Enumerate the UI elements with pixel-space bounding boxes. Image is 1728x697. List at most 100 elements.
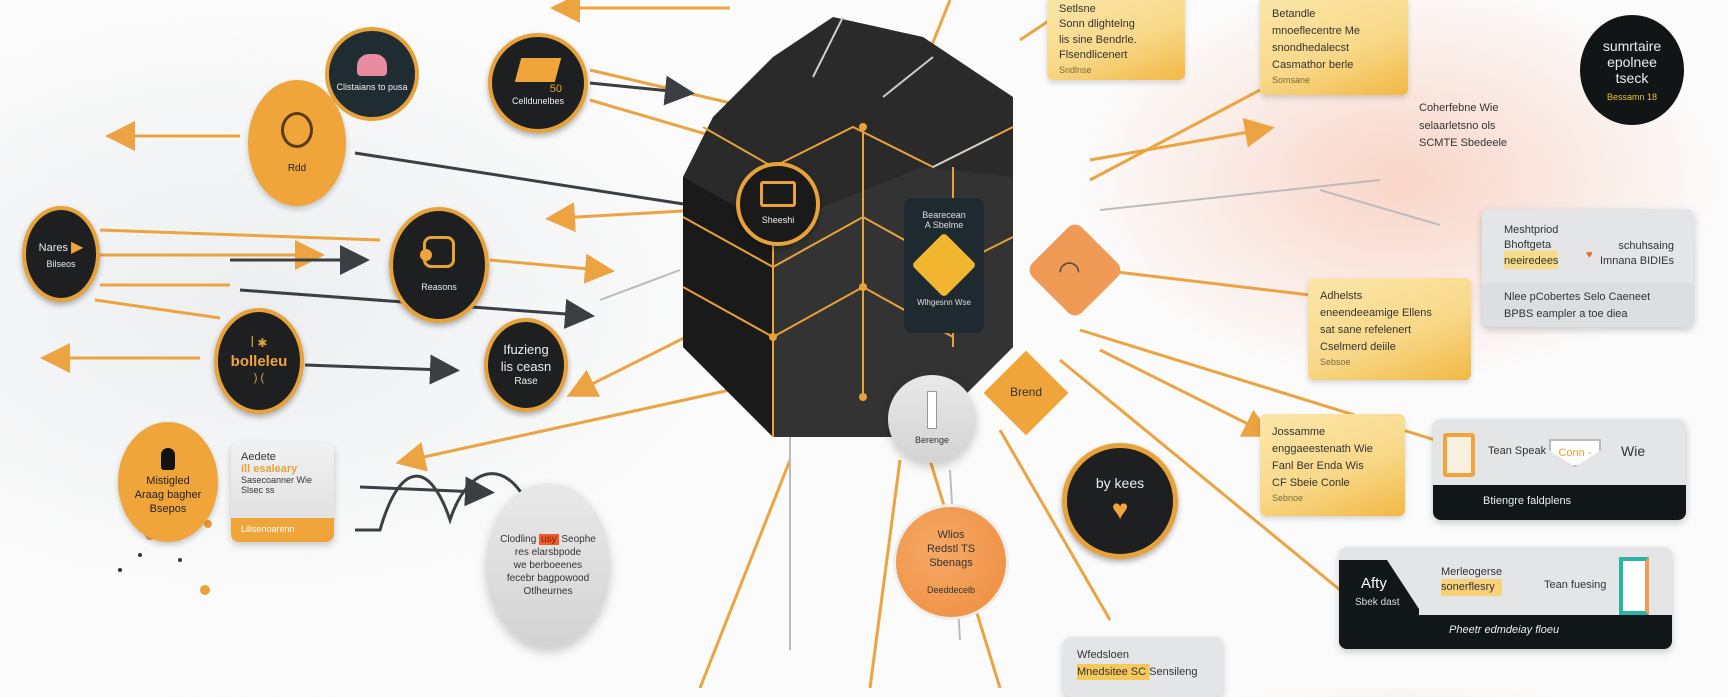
- card-line: schuhsaing: [1618, 240, 1674, 252]
- play-icon: ▶: [71, 238, 84, 256]
- card-line: Meshtpriod: [1504, 224, 1559, 236]
- folder-icon: [911, 232, 977, 298]
- node-clistaians[interactable]: Clistaians to pusa: [325, 27, 419, 121]
- panel-footer: Wlhgesnn Wse: [917, 298, 971, 307]
- card-line: Cselmerd deiile: [1320, 341, 1396, 354]
- gears-icon: [420, 236, 455, 269]
- card-line: sonerflesry: [1441, 581, 1495, 594]
- user-icon: [161, 447, 175, 470]
- text-line: Coherfebne Wie: [1419, 102, 1499, 114]
- card-line: mnoeflecentre Me: [1272, 25, 1361, 38]
- card-line: Flsendlicenert: [1059, 49, 1128, 62]
- circle-line: Wlios: [937, 528, 965, 541]
- brand-label: Brend: [1009, 385, 1043, 399]
- card-subtitle: Sbek dast: [1355, 597, 1400, 608]
- card-line: Wfedsloen: [1077, 649, 1129, 661]
- card-footer: Btiengre faldplens: [1433, 485, 1686, 520]
- node-sublabel: Bilseos: [46, 258, 76, 269]
- bottom-card[interactable]: Wfedsloen Mnedsitee SC Sensileng: [1063, 637, 1223, 697]
- tool-icon: [927, 391, 937, 430]
- node-line: Rase: [514, 376, 538, 388]
- bubble-line: fecebr bagpowood: [506, 573, 590, 584]
- card-small: Sndlnse: [1059, 64, 1092, 75]
- card-line: CF Sbeie Conle: [1272, 477, 1350, 490]
- card-line: Sonn dlightelng: [1059, 18, 1135, 31]
- node-nares[interactable]: Nares ▶ Bilseos: [22, 206, 100, 302]
- node-reasons[interactable]: Reasons: [389, 207, 489, 323]
- circle-line: Sbenags: [929, 557, 973, 570]
- node-mistigled[interactable]: Mistigled Araag bagher Bsepos: [118, 422, 218, 542]
- circle-wlios[interactable]: Wlios Redstl TS Sbenags Deeddecelb: [893, 504, 1009, 620]
- text-line: selaarletsno ols: [1419, 119, 1496, 132]
- node-line: Ifuzieng: [503, 341, 549, 357]
- cube-grey-circle[interactable]: Berenge: [888, 375, 976, 463]
- card-line: Nlee pCobertes Selo Caeneet: [1504, 291, 1651, 303]
- node-tag: 50: [549, 83, 562, 95]
- card-line: neeiredees: [1504, 254, 1559, 267]
- top-card-2[interactable]: Betandle mnoeflecentre Me snondhedalecst…: [1260, 0, 1408, 95]
- card-line: BPBS eampler a toe diea: [1504, 307, 1628, 320]
- person-icon: [357, 54, 387, 77]
- figure-icon: ꟾ ✱: [250, 336, 268, 351]
- bubble-line: res elarsbpode: [514, 547, 582, 558]
- card-line: eneendeeamige Ellens: [1320, 307, 1432, 320]
- card-line: Jossamme: [1272, 426, 1326, 438]
- card-line: enggaeestenath Wie: [1272, 443, 1373, 456]
- folder-icon: [514, 58, 562, 82]
- top-card-1[interactable]: Setlsne Sonn dlightelng lis sine Bendrle…: [1047, 0, 1185, 80]
- node-ifuzieng[interactable]: Ifuzieng lis ceasn Rase: [484, 318, 568, 412]
- card-line: Merleogerse: [1441, 566, 1503, 578]
- card-line: Fanl Ber Enda Wis: [1272, 460, 1364, 473]
- card-badge: Conn -: [1549, 439, 1601, 467]
- card-footer: Lilisenoarenn: [231, 518, 334, 542]
- bubble-line: Seophe: [561, 534, 596, 545]
- floating-text: Coherfebne Wie selaarletsno ols SCMTE Sb…: [1419, 100, 1507, 153]
- box-icon: [760, 181, 796, 208]
- node-rdd[interactable]: Rdd: [248, 80, 346, 206]
- node-bolleleu[interactable]: ꟾ ✱ bolleleu ) (: [214, 308, 304, 414]
- card-label: Wie: [1621, 443, 1646, 459]
- card-tean[interactable]: Tean Speak Conn - Wie Btiengre faldplens: [1433, 419, 1686, 520]
- bubble-line: Otlheurnes: [523, 586, 573, 597]
- panel-line: A Sbelme: [924, 220, 964, 230]
- card-small: Sebnoe: [1272, 493, 1304, 504]
- node-line: Bsepos: [149, 503, 187, 516]
- grey-card[interactable]: Meshtpriod Bhoftgeta neeiredees ♥ schuhs…: [1482, 209, 1694, 327]
- card-line: Aedete: [241, 451, 276, 463]
- card-footer: Pheetr edmdeiay floeu: [1339, 615, 1672, 649]
- bubble-highlight: usy: [539, 534, 559, 545]
- node-label: Rdd: [287, 162, 307, 174]
- node-line: lis ceasn: [500, 358, 552, 374]
- card-line: Adhelsts: [1320, 290, 1363, 302]
- node-label: Clistaians to pusa: [336, 82, 408, 93]
- left-card[interactable]: Aedete ill esaleary Sasecoanner Wie Slse…: [231, 443, 334, 542]
- heart-icon: ♥: [1111, 493, 1129, 525]
- circle-line: Redstl TS: [926, 543, 976, 555]
- badge-line: sumrtaire: [1602, 37, 1662, 54]
- node-label: bolleleu: [230, 352, 288, 370]
- card-line: sat sane refelenert: [1320, 324, 1412, 337]
- card-adhelsts[interactable]: Adhelsts eneendeeamige Ellens sat sane r…: [1308, 278, 1471, 380]
- badge-circle[interactable]: sumrtaire epolnee tseck Bessamn 18: [1580, 15, 1684, 125]
- card-line: lis sine Bendrle.: [1059, 33, 1137, 46]
- cube-grey-label: Berenge: [914, 435, 950, 446]
- circle-kees[interactable]: by kees ♥: [1062, 443, 1178, 559]
- bubble-line: Clodling: [500, 534, 537, 545]
- wifi-icon: ◠: [1058, 255, 1081, 285]
- node-label: Nares: [38, 242, 69, 254]
- card-afty[interactable]: Pheetr edmdeiay floeu Afty Sbek dast Mer…: [1339, 547, 1672, 649]
- card-jossamme[interactable]: Jossamme enggaeestenath Wie Fanl Ber End…: [1260, 414, 1405, 516]
- cube-circle-label: Sheeshi: [761, 215, 795, 226]
- figure-legs-icon: ) (: [253, 372, 265, 385]
- card-line: Mnedsitee SC Sensileng: [1077, 663, 1209, 680]
- badge-line: tseck: [1615, 69, 1649, 86]
- card-line: Bhoftgeta: [1504, 239, 1552, 252]
- grey-bubble[interactable]: Clodling usy Seophe res elarsbpode we be…: [486, 483, 610, 648]
- card-small: Sebsoe: [1320, 357, 1351, 368]
- card-line: Casmathor berle: [1272, 59, 1354, 72]
- cube-panel[interactable]: Bearecean A Sbelme Wlhgesnn Wse: [904, 198, 984, 333]
- card-line: Betandle: [1272, 8, 1316, 20]
- node-celldunelbes[interactable]: 50 Celldunelbes: [488, 33, 588, 133]
- cube-circle[interactable]: Sheeshi: [736, 162, 820, 246]
